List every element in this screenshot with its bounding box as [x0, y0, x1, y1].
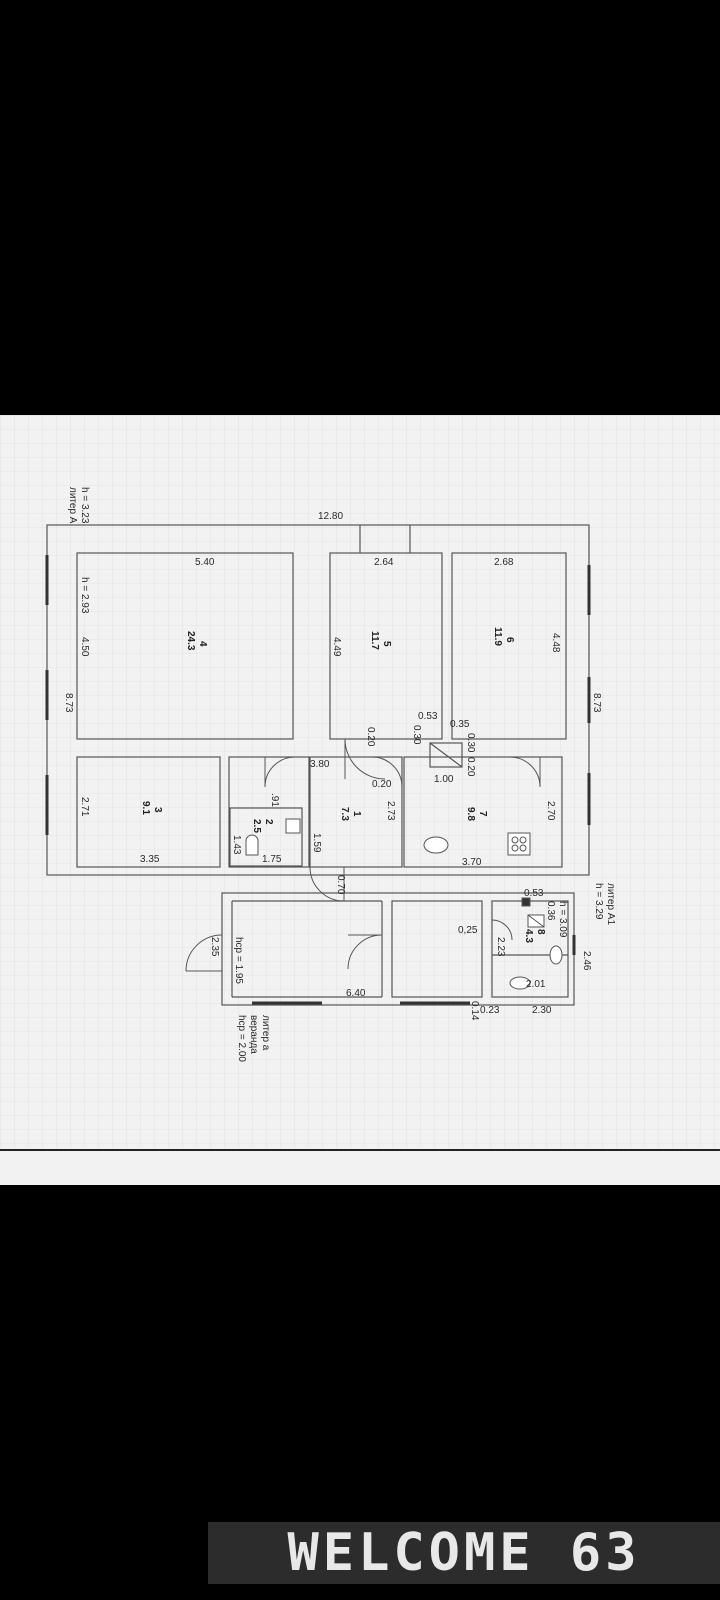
overall-length: 12.80 [318, 511, 343, 522]
room-7-area: 9.8 [465, 807, 476, 821]
room-2 [229, 807, 303, 867]
room-4-length: 5.40 [195, 557, 215, 568]
door-swing [185, 934, 223, 972]
door-swing [371, 756, 403, 788]
room-5 [329, 552, 443, 740]
room-4-height: h = 2.93 [79, 577, 90, 614]
liter-a1-title: литер А1 [605, 883, 616, 925]
room-5-number: 5 [381, 641, 392, 647]
meter-icon [521, 897, 531, 907]
room-4-area: 24.3 [185, 631, 196, 651]
sink-icon [509, 976, 531, 990]
room-3-width: 2.71 [79, 797, 90, 817]
room-6-area: 11.9 [492, 627, 503, 646]
room-8-area: 4.3 [523, 929, 534, 943]
room-3 [76, 756, 221, 868]
room-4-width: 4.50 [79, 637, 90, 657]
dim-036: 0.36 [545, 901, 556, 921]
room-6 [451, 552, 567, 740]
room-7 [403, 756, 563, 868]
dim-025: 0,25 [458, 925, 478, 936]
dim-100: 1.00 [434, 774, 454, 785]
dim-230: 2.30 [532, 1005, 552, 1016]
veranda-room [391, 900, 483, 998]
door-swing [347, 934, 383, 970]
room-6-length: 2.68 [494, 557, 514, 568]
toilet-icon [549, 945, 563, 965]
room-8-length: 2.01 [526, 979, 546, 990]
room-8-number: 8 [535, 929, 546, 935]
watermark: WELCOME 63 [208, 1522, 720, 1584]
floor-plan: литер А h = 3.23 литер А1 h = 3.29 литер… [0, 415, 720, 1151]
dim-070: 0.70 [335, 875, 346, 895]
room-3-number: 3 [152, 807, 163, 813]
dim-195: hср = 1.95 [233, 937, 244, 984]
room-6-number: 6 [504, 637, 515, 643]
dim-159: 1.59 [311, 833, 322, 853]
veranda-liter: литер а [260, 1015, 271, 1051]
room-7-length: 3.70 [462, 857, 482, 868]
liter-a1-height: h = 3.29 [593, 883, 604, 920]
room-5-area: 11.7 [369, 631, 380, 650]
room-2-width: 1.43 [231, 835, 242, 855]
door-swing [309, 866, 345, 902]
room-1-length: 3.80 [310, 759, 330, 770]
dim-020b: 0.20 [465, 757, 476, 777]
dim-023: 0.23 [480, 1005, 500, 1016]
room-3-area: 9.1 [140, 801, 151, 815]
sink-icon [423, 836, 449, 854]
dim-091: .91 [269, 793, 280, 807]
liter-a-title: литер А [67, 487, 78, 524]
room-4 [76, 552, 294, 740]
overall-width-right: 8.73 [591, 693, 602, 713]
veranda-height: hср = 2.00 [236, 1015, 247, 1062]
veranda-name: веранда [248, 1015, 259, 1054]
door-swing [264, 756, 296, 788]
dim-053b: 0.53 [524, 888, 544, 899]
dim-020a: 0.20 [365, 727, 376, 747]
chimney [429, 742, 463, 768]
room-5-length: 2.64 [374, 557, 394, 568]
toilet-icon [245, 834, 259, 856]
room-4-number: 4 [197, 641, 208, 647]
dim-030b: 0.30 [465, 733, 476, 753]
room-1-number: 1 [351, 811, 362, 817]
plan-sheet: литер А h = 3.23 литер А1 h = 3.29 литер… [0, 415, 720, 1185]
dim-053a: 0.53 [418, 711, 438, 722]
dim-640: 6.40 [346, 988, 366, 999]
dim-014: 0.14 [469, 1001, 480, 1021]
dim-035: 0.35 [450, 719, 470, 730]
dim-246: 2.46 [581, 951, 592, 971]
dim-235: 2.35 [209, 937, 220, 957]
door-swing [344, 738, 386, 780]
dim-020c: 0.20 [372, 779, 392, 790]
room-2-length: 1.75 [262, 854, 282, 865]
room-2-number: 2 [263, 819, 274, 825]
corridor [228, 756, 310, 868]
room-1-width: 2.73 [385, 801, 396, 821]
room-8-width: 2.23 [495, 937, 506, 957]
room-7-width: 2.70 [545, 801, 556, 821]
dim-309: h = 3.09 [557, 901, 568, 938]
room-2-area: 2.5 [251, 819, 262, 833]
room-1-area: 7.3 [339, 807, 350, 821]
sink-icon [285, 818, 301, 834]
dim-030a: 0.30 [411, 725, 422, 745]
door-swing [491, 919, 513, 941]
room-6-width: 4.48 [550, 633, 561, 653]
room-5-width: 4.49 [331, 637, 342, 657]
stove-icon [507, 832, 531, 856]
overall-width-left: 8.73 [63, 693, 74, 713]
room-1 [309, 756, 403, 868]
room-3-length: 3.35 [140, 854, 160, 865]
liter-a-height: h = 3.23 [79, 487, 90, 524]
room-7-number: 7 [477, 811, 488, 817]
